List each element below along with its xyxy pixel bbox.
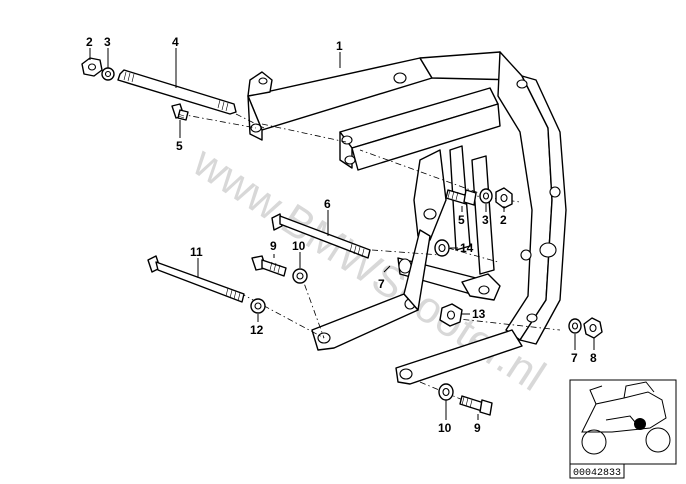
washer-part-10-left [292,268,308,284]
callout-11: 11 [190,245,203,259]
leader-lines [89,48,595,420]
callout-4: 4 [172,35,179,49]
callout-labels: 1 2 3 4 5 5 3 2 6 14 9 10 11 7 12 13 7 8… [86,35,597,435]
washer-part-10-bottom [438,383,454,401]
callout-3-right: 3 [482,213,489,227]
nut-part-13 [439,303,463,327]
washer-part-14 [434,239,450,257]
screw-part-9-bottom [459,395,493,416]
callout-5-top: 5 [176,139,183,153]
washer-part-7-right [568,318,582,334]
screw-part-5-right [445,189,477,206]
washer-part-3-right [479,188,493,204]
callout-1: 1 [336,39,343,53]
callout-12: 12 [250,323,264,337]
callout-5-right: 5 [458,213,465,227]
callout-7-center: 7 [378,277,385,291]
watermark: www.BMWScooter.nl [184,137,554,401]
nut-part-8 [583,317,603,339]
long-bolt-part-6 [271,213,371,259]
callout-13: 13 [472,307,486,321]
long-bolt-part-11 [147,255,245,303]
location-marker-dot [634,418,646,430]
diagram-id: 00042833 [573,468,621,479]
screw-part-9-left [251,255,287,277]
callout-2-top-left: 2 [86,35,93,49]
motorcycle-location-thumbnail: 00042833 [569,379,677,479]
hex-nut-part-2-top-left [81,57,103,77]
callout-10-bottom: 10 [438,421,452,435]
callout-2-right: 2 [500,213,507,227]
callout-6: 6 [324,197,331,211]
callout-9-bottom: 9 [474,421,481,435]
callout-7-right: 7 [571,351,578,365]
callout-8: 8 [590,351,597,365]
callout-10-left: 10 [292,239,306,253]
frame-part-1 [247,51,567,385]
hex-nut-part-2-right [495,187,513,209]
washer-part-3-top-left [101,67,115,81]
long-bolt-part-4 [117,69,237,115]
washer-part-12 [250,298,266,314]
callout-9-left: 9 [270,239,277,253]
callout-14: 14 [460,241,474,255]
screw-part-5-top [171,103,189,121]
callout-3-top-left: 3 [104,35,111,49]
